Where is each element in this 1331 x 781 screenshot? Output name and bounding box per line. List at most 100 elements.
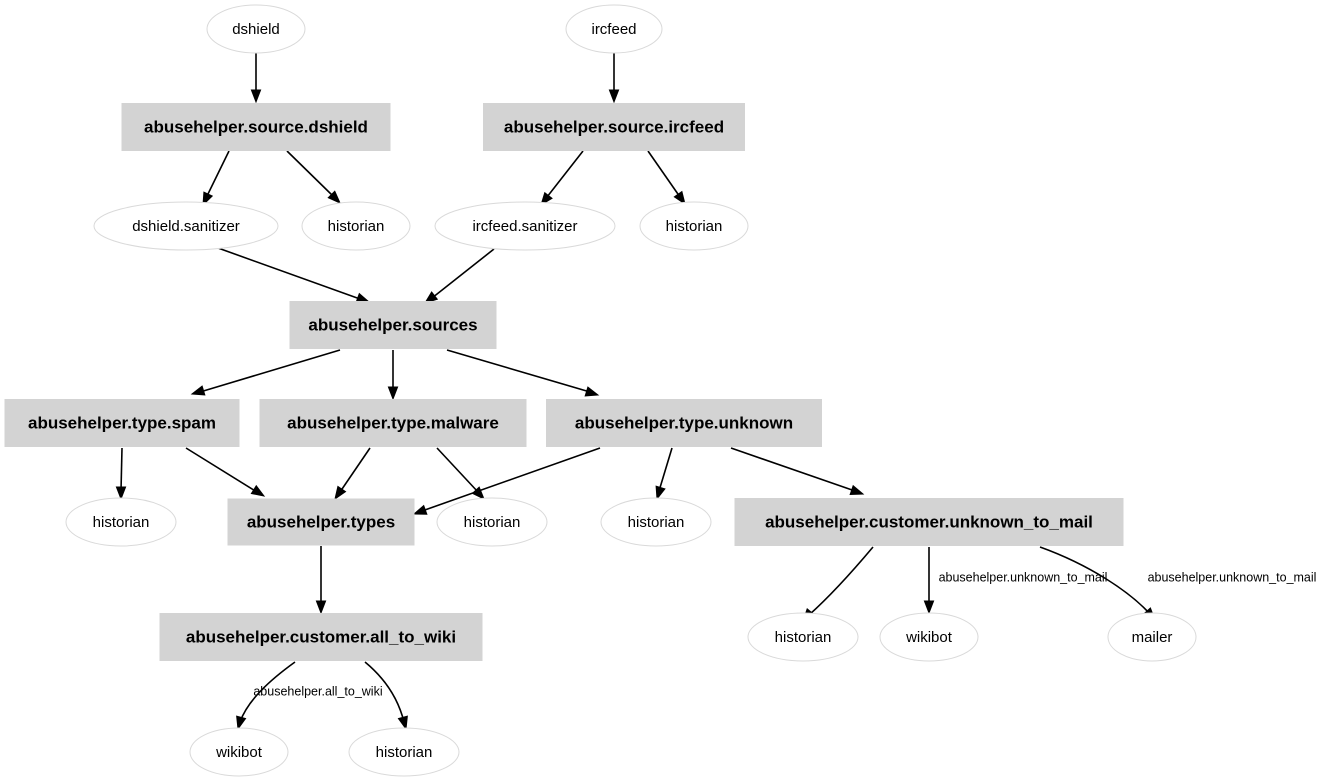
node-hist_spam[interactable]: historian xyxy=(65,497,177,547)
node-label: abusehelper.type.malware xyxy=(287,413,499,432)
edge-arrowhead-icon xyxy=(334,485,347,501)
node-src_ircfeed[interactable]: abusehelper.source.ircfeed xyxy=(483,103,745,151)
node-hist_dshield[interactable]: historian xyxy=(301,201,411,251)
node-wikibot_mail[interactable]: wikibot xyxy=(879,612,979,662)
node-ellipse-shape[interactable] xyxy=(436,497,548,547)
node-box-shape[interactable] xyxy=(483,103,745,151)
node-box-shape[interactable] xyxy=(259,399,527,447)
node-ellipse-shape[interactable] xyxy=(93,201,279,251)
node-box-shape[interactable] xyxy=(734,498,1124,546)
edge-arrowhead-icon xyxy=(655,485,666,501)
edge-type_unknown-to-cust_unknown_mail xyxy=(730,447,865,495)
edge-arrowhead-icon xyxy=(923,600,935,615)
edge-src_dshield-to-hist_dshield xyxy=(286,150,341,204)
node-ellipse-shape[interactable] xyxy=(65,497,177,547)
node-ellipse-shape[interactable] xyxy=(565,4,663,54)
node-ellipse-shape[interactable] xyxy=(301,201,411,251)
node-ircfeed[interactable]: ircfeed xyxy=(565,4,663,54)
node-type_unknown[interactable]: abusehelper.type.unknown xyxy=(546,399,822,447)
node-ellipse-shape[interactable] xyxy=(348,727,460,777)
edge-line xyxy=(546,150,584,198)
edge-line xyxy=(120,447,123,492)
node-sources[interactable]: abusehelper.sources xyxy=(289,301,497,349)
node-label: historian xyxy=(628,514,685,531)
node-ellipse-shape[interactable] xyxy=(206,4,306,54)
edge-cust_unknown_mail-to-wikibot_mail xyxy=(923,547,935,615)
edge-dshield_sanitizer-to-sources xyxy=(217,247,371,303)
edge-arrowhead-icon xyxy=(584,386,600,397)
node-dshield[interactable]: dshield xyxy=(206,4,306,54)
edge-arrowhead-icon xyxy=(250,484,266,497)
node-hist_unknown[interactable]: historian xyxy=(600,497,712,547)
node-ircfeed_sanitizer[interactable]: ircfeed.sanitizer xyxy=(434,201,616,251)
node-types[interactable]: abusehelper.types xyxy=(227,498,415,546)
edge-type_spam-to-hist_spam xyxy=(115,447,127,501)
node-cust_all_to_wiki[interactable]: abusehelper.customer.all_to_wiki xyxy=(159,613,483,661)
node-box-shape[interactable] xyxy=(546,399,822,447)
edge-arrowhead-icon xyxy=(849,484,865,495)
edge-label: abusehelper.all_to_wiki xyxy=(253,684,382,698)
node-ellipse-shape[interactable] xyxy=(600,497,712,547)
edge-arrowhead-icon xyxy=(327,190,341,204)
edge-line xyxy=(364,661,405,723)
edge-sources-to-type_spam xyxy=(190,349,341,396)
edge-src_ircfeed-to-ircfeed_sanitizer xyxy=(540,150,584,207)
edge-cust_all_to_wiki-to-wikibot_wiki xyxy=(236,661,296,731)
edge-cust_unknown_mail-to-mailer xyxy=(1039,546,1156,622)
edge-line xyxy=(421,447,601,512)
edge-arrowhead-icon xyxy=(190,385,206,396)
node-cust_unknown_mail[interactable]: abusehelper.customer.unknown_to_mail xyxy=(734,498,1124,546)
edge-line xyxy=(436,447,479,493)
node-ellipse-shape[interactable] xyxy=(1107,612,1197,662)
node-type_malware[interactable]: abusehelper.type.malware xyxy=(259,399,527,447)
node-type_spam[interactable]: abusehelper.type.spam xyxy=(4,399,240,447)
node-ellipse-shape[interactable] xyxy=(879,612,979,662)
edge-arrowhead-icon xyxy=(397,715,408,731)
node-ellipse-shape[interactable] xyxy=(747,612,859,662)
node-label: dshield.sanitizer xyxy=(132,218,240,235)
edge-type_unknown-to-hist_unknown xyxy=(655,447,673,501)
node-box-shape[interactable] xyxy=(289,301,497,349)
edge-arrowhead-icon xyxy=(236,715,247,731)
node-ellipse-shape[interactable] xyxy=(189,727,289,777)
edge-arrowhead-icon xyxy=(250,89,262,104)
node-label: ircfeed xyxy=(591,21,636,38)
node-label: historian xyxy=(93,514,150,531)
node-label: historian xyxy=(775,629,832,646)
node-label: wikibot xyxy=(905,629,953,646)
edge-arrowhead-icon xyxy=(115,486,127,501)
edge-src_dshield-to-dshield_sanitizer xyxy=(202,150,230,207)
node-label: ircfeed.sanitizer xyxy=(472,218,577,235)
edge-label: abusehelper.unknown_to_mail xyxy=(1148,570,1317,584)
node-box-shape[interactable] xyxy=(227,498,415,546)
edge-labels-layer: abusehelper.all_to_wiki abusehelper.unkno… xyxy=(253,570,1316,698)
node-hist_mail[interactable]: historian xyxy=(747,612,859,662)
node-hist_wiki[interactable]: historian xyxy=(348,727,460,777)
node-hist_ircfeed[interactable]: historian xyxy=(639,201,749,251)
node-label: historian xyxy=(666,218,723,235)
edge-type_spam-to-types xyxy=(185,447,266,497)
node-wikibot_wiki[interactable]: wikibot xyxy=(189,727,289,777)
edge-type_unknown-to-types xyxy=(412,447,601,515)
node-box-shape[interactable] xyxy=(159,613,483,661)
node-src_dshield[interactable]: abusehelper.source.dshield xyxy=(121,103,391,151)
node-ellipse-shape[interactable] xyxy=(434,201,616,251)
node-box-shape[interactable] xyxy=(121,103,391,151)
node-box-shape[interactable] xyxy=(4,399,240,447)
edge-dshield-to-src_dshield xyxy=(250,53,262,104)
node-dshield_sanitizer[interactable]: dshield.sanitizer xyxy=(93,201,279,251)
edge-line xyxy=(446,349,591,393)
node-label: historian xyxy=(328,218,385,235)
edge-line xyxy=(199,349,341,393)
node-label: mailer xyxy=(1132,629,1173,646)
edge-label: abusehelper.unknown_to_mail xyxy=(939,570,1108,584)
edge-arrowhead-icon xyxy=(673,190,686,206)
edge-arrowhead-icon xyxy=(608,89,620,104)
node-hist_malware[interactable]: historian xyxy=(436,497,548,547)
node-label: abusehelper.types xyxy=(247,512,395,531)
node-ellipse-shape[interactable] xyxy=(639,201,749,251)
node-mailer[interactable]: mailer xyxy=(1107,612,1197,662)
edge-arrowhead-icon xyxy=(471,486,485,501)
edge-arrowhead-icon xyxy=(412,504,428,515)
